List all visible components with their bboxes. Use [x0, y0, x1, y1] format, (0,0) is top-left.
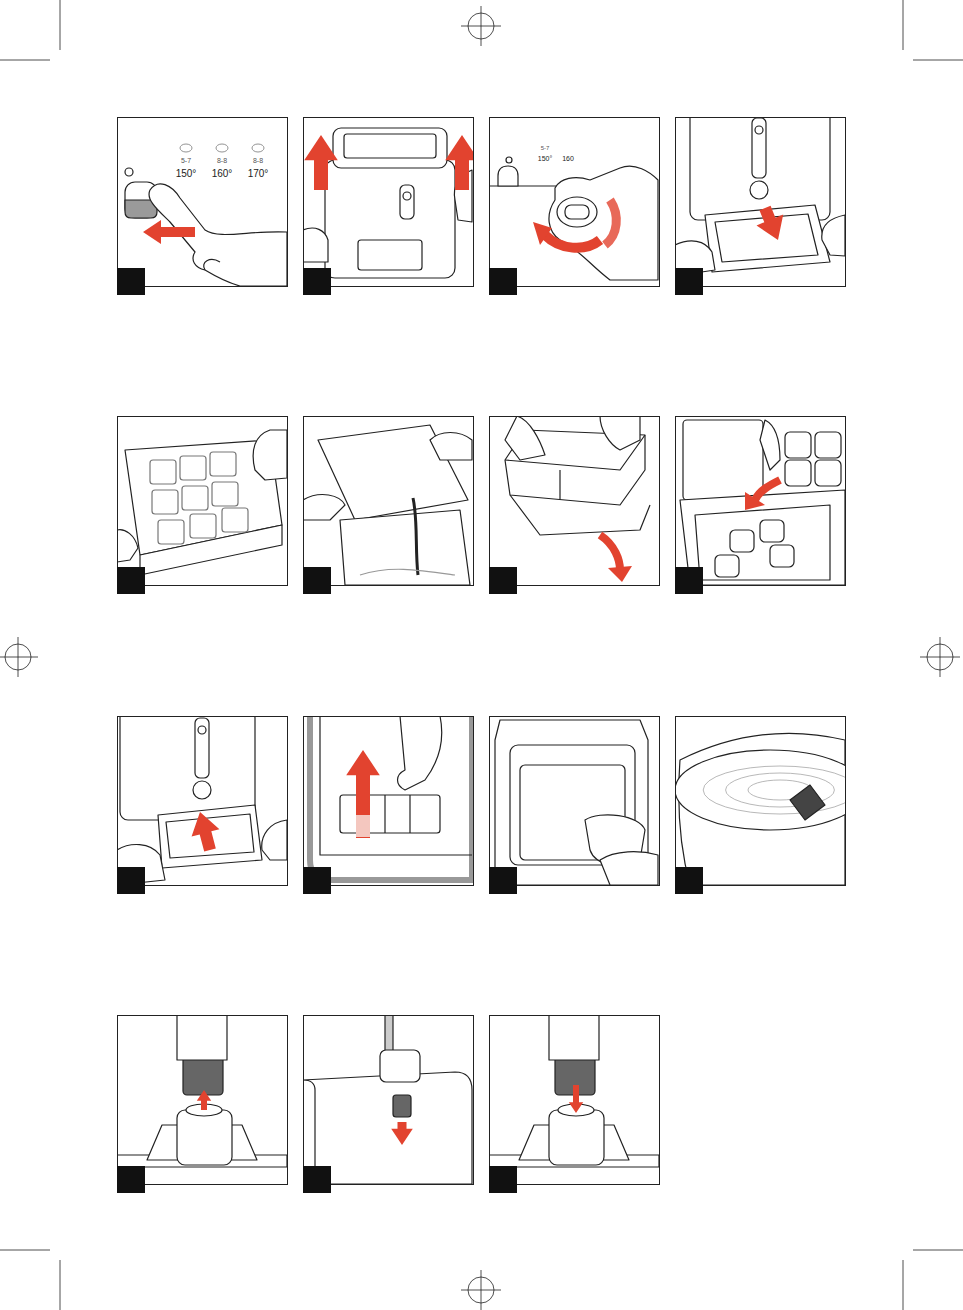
- panel-drawing: [495, 720, 658, 885]
- panel-drawing: [303, 128, 473, 278]
- panel-drawing: [505, 416, 650, 582]
- temperature-mark: 150°: [538, 155, 552, 162]
- time-range: 8-8: [253, 157, 263, 164]
- panel-frames: [117, 118, 846, 1194]
- panel-drawing: [675, 117, 845, 276]
- red-arrow: [569, 1085, 583, 1113]
- temperature-mark: 170°: [248, 169, 269, 179]
- red-arrow: [391, 1122, 413, 1145]
- panel-drawing: [303, 425, 472, 585]
- panel-drawing: [680, 420, 845, 585]
- red-arrow: [346, 750, 380, 838]
- red-arrow: [445, 135, 473, 190]
- panel-drawing: [117, 1015, 287, 1167]
- panel-drawing: [117, 716, 287, 885]
- red-arrow: [304, 135, 338, 190]
- red-arrow: [757, 206, 784, 240]
- temperature-mark: 160: [562, 155, 574, 162]
- panel-drawing: [303, 1015, 472, 1184]
- red-arrow: [197, 1090, 211, 1110]
- panel-drawing: [117, 430, 287, 575]
- panel-drawing: [125, 144, 287, 286]
- time-range: 8-8: [217, 157, 227, 164]
- time-range: 5-7: [181, 157, 191, 164]
- red-arrow: [192, 812, 220, 852]
- panel-drawing: [489, 157, 658, 280]
- temperature-mark: 160°: [212, 169, 233, 179]
- panel-drawing: [489, 1015, 659, 1167]
- temperature-mark: 150°: [176, 169, 197, 179]
- panel-drawing: [675, 733, 845, 885]
- panel-drawing: [310, 716, 472, 880]
- time-range: 5-7: [541, 145, 550, 151]
- red-arrow: [143, 220, 195, 244]
